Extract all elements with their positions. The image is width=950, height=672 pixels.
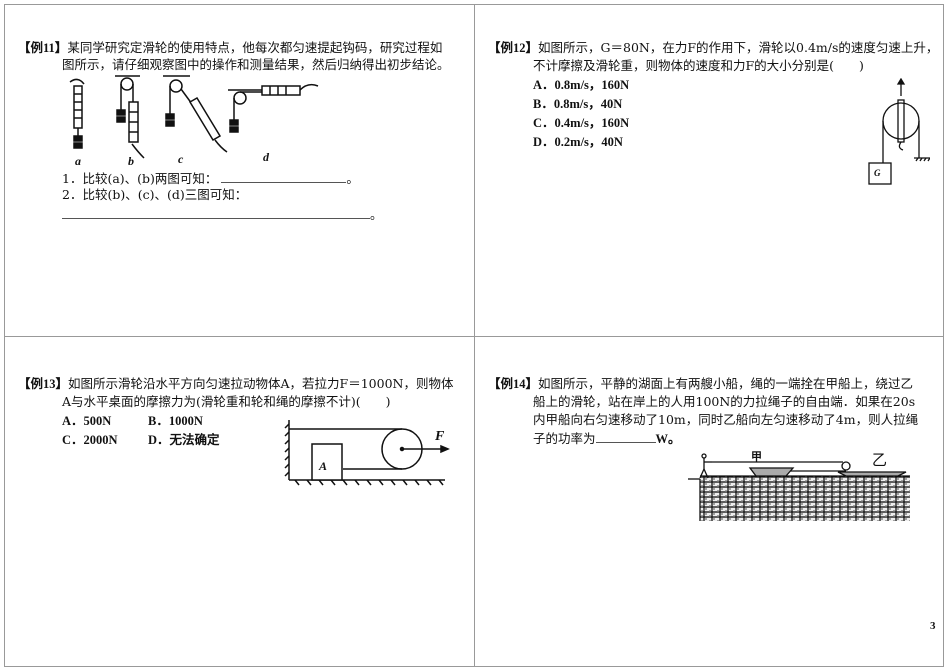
- ex12-line1: 【例12】如图所示，G＝80N，在力F的作用下，滑轮以0.4m/s的速度匀速上升…: [488, 40, 938, 56]
- ex12-option-d[interactable]: D．0.2m/s，40N: [533, 135, 623, 149]
- ex14-line4: 子的功率为 W。: [533, 430, 681, 447]
- q1-text: 1．比较(a)、(b)两图可知：: [62, 171, 218, 186]
- ex11-tag: 【例11】: [18, 41, 68, 55]
- ex14-line1: 【例14】如图所示，平静的湖面上有两艘小船，绳的一端拴在甲船上，绕过乙: [488, 376, 913, 392]
- ex14-unit: W。: [655, 432, 681, 446]
- ex14-label-jia: 甲: [751, 450, 762, 463]
- q1-answer-blank[interactable]: [221, 170, 347, 183]
- ex11-question-2: 2．比较(b)、(c)、(d)三图可知：: [62, 187, 248, 202]
- ex12-option-a[interactable]: A．0.8m/s，160N: [533, 78, 630, 92]
- ex12-tag: 【例12】: [488, 41, 539, 55]
- q1-end: 。: [346, 171, 359, 186]
- ex12-option-b[interactable]: B．0.8m/s，40N: [533, 97, 623, 111]
- ex13-option-c[interactable]: C．2000N: [62, 433, 118, 447]
- ex11-text1: 某同学研究定滑轮的使用特点，他每次都匀速提起钩码，研究过程如: [67, 40, 443, 55]
- ex11-line1: 【例11】某同学研究定滑轮的使用特点，他每次都匀速提起钩码，研究过程如: [18, 40, 442, 56]
- ex14-text1: 如图所示，平静的湖面上有两艘小船，绳的一端拴在甲船上，绕过乙: [538, 376, 914, 391]
- ex11-question-2-answer: 。: [62, 206, 383, 223]
- ex11-line2: 图所示，请仔细观察图中的操作和测量结果，然后归纳得出初步结论。: [62, 57, 450, 72]
- ex12-label-g: G: [874, 168, 881, 178]
- ex13-option-b[interactable]: B．1000N: [148, 414, 203, 428]
- ex13-text1: 如图所示滑轮沿水平方向匀速拉动物体A，若拉力F＝1000N，则物体: [68, 376, 454, 391]
- q2-end: 。: [370, 207, 383, 222]
- ex14-text4: 子的功率为: [533, 431, 596, 446]
- page-number: 3: [930, 620, 936, 632]
- ex11-question-1: 1．比较(a)、(b)两图可知： 。: [62, 170, 359, 187]
- ex13-tag: 【例13】: [18, 377, 69, 391]
- ex13-option-d[interactable]: D．无法确定: [148, 433, 220, 447]
- ex12-line2: 不计摩擦及滑轮重，则物体的速度和力F的大小分别是( ): [533, 58, 864, 73]
- ex13-pulley-figure: [284, 420, 450, 486]
- ex13-line2: A与水平桌面的摩擦力为(滑轮重和轮和绳的摩擦不计)( ): [62, 394, 391, 409]
- vertical-divider: [474, 4, 475, 667]
- fig-label-d: d: [263, 150, 269, 164]
- ex13-option-a[interactable]: A．500N: [62, 414, 112, 428]
- fig-label-c: c: [178, 152, 184, 166]
- ex13-label-f: F: [435, 429, 445, 444]
- ex12-option-c[interactable]: C．0.4m/s，160N: [533, 116, 630, 130]
- fig-label-a: a: [75, 154, 81, 168]
- ex14-answer-blank[interactable]: [595, 430, 656, 443]
- ex12-text1: 如图所示，G＝80N，在力F的作用下，滑轮以0.4m/s的速度匀速上升，: [538, 40, 939, 55]
- ex12-pulley-figure: [868, 78, 930, 185]
- horizontal-divider: [4, 336, 944, 337]
- q2-answer-blank[interactable]: [62, 206, 370, 219]
- ex11-pulley-figures: [69, 75, 319, 159]
- ex13-line1: 【例13】如图所示滑轮沿水平方向匀速拉动物体A，若拉力F＝1000N，则物体: [18, 376, 453, 392]
- ex14-label-yi: 乙: [872, 451, 888, 469]
- ex13-label-a: A: [319, 459, 328, 473]
- fig-label-b: b: [128, 154, 134, 168]
- ex14-line2: 船上的滑轮，站在岸上的人用100N的力拉绳子的自由端．如果在20s: [533, 394, 916, 409]
- ex14-boats-figure: [688, 453, 910, 521]
- ex14-line3: 内甲船向右匀速移动了10m，同时乙船向左匀速移动了4m，则人拉绳: [533, 412, 919, 427]
- ex14-tag: 【例14】: [488, 377, 539, 391]
